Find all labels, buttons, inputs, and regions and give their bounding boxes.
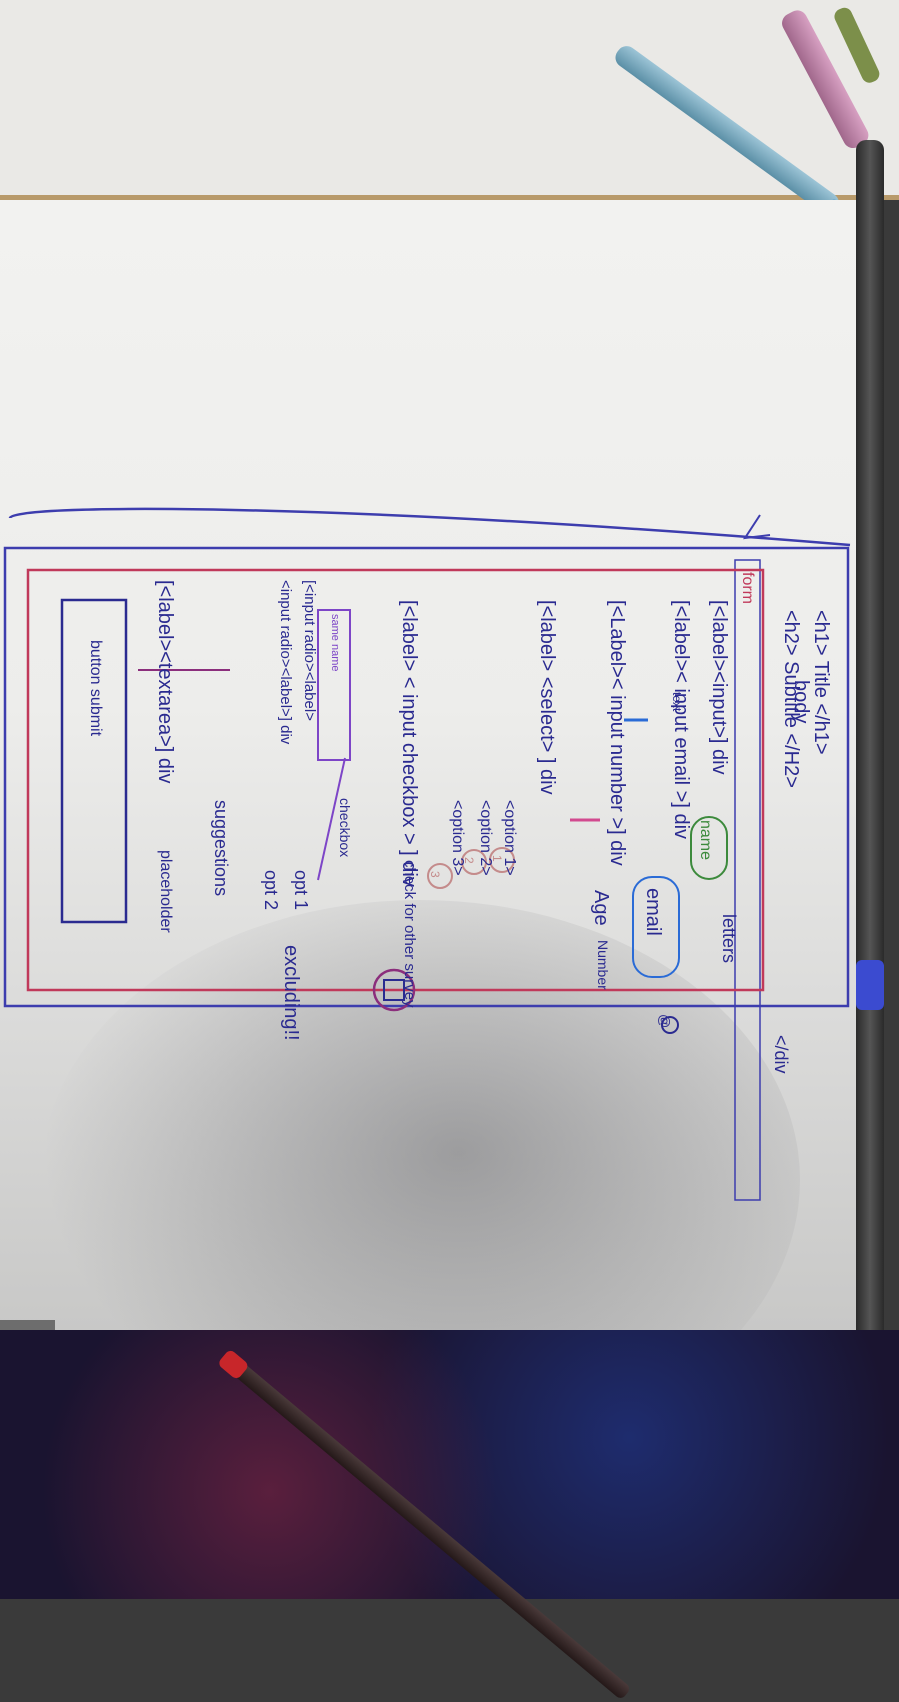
submit-box (60, 598, 128, 924)
textarea-note: placeholder (157, 850, 174, 933)
name-pill (690, 816, 728, 880)
radio-arrow (317, 757, 346, 881)
email-pill (632, 876, 680, 978)
header-h1: <h1> Title </h1> (810, 610, 832, 755)
form-sketch: body </div form <h1> Title </h1> <h2> Su… (0, 200, 856, 1330)
same-name-box (317, 609, 351, 761)
age-tag: Age (590, 890, 612, 926)
radio-code-2: <input radio><label>] div (277, 580, 294, 745)
option-3-marker: 3 (428, 871, 442, 878)
option-1: <option 1> (501, 800, 518, 876)
checkbox-circle (372, 968, 416, 1012)
age-note: Number (595, 940, 611, 990)
same-name-note: same name (329, 614, 341, 672)
desk-bar (856, 140, 884, 1520)
option-3-circle (427, 863, 453, 889)
option-2-circle (461, 849, 487, 875)
notebook-page (0, 200, 856, 1460)
option-1-circle (489, 847, 515, 873)
galaxy-mat (0, 1330, 899, 1599)
div-end-label: </div (771, 1035, 791, 1074)
row-select-code: [<label> <select> ] div (536, 600, 558, 795)
option-1-marker: 1 (490, 855, 504, 862)
name-tag: name (697, 820, 714, 861)
row-email-code: [<label>< input email >] div (670, 600, 692, 840)
email-note: @ (657, 1014, 673, 1029)
radio-opt-1: opt 1 (291, 870, 311, 911)
option-2-marker: 2 (462, 857, 476, 864)
radio-aside: excluding!! (280, 945, 302, 1041)
checkbox-under: checkbox (337, 798, 353, 858)
header-h2: <h2> Subtitle </H2> (780, 610, 802, 788)
row-age-code: [<Label>< input number >] div (606, 600, 628, 866)
div-side-line (734, 559, 761, 1201)
option-3: <option 3> (449, 800, 466, 876)
checkbox-note: check for other survey (401, 860, 418, 1008)
form-label: form (739, 572, 756, 604)
row-name-code: [<label><input>] div (708, 600, 730, 775)
submit-label: button submit (87, 640, 104, 737)
body-arrow (742, 514, 771, 540)
body-arc (8, 507, 851, 547)
textarea-tag: suggestions (211, 800, 231, 897)
name-note: letters (719, 914, 739, 964)
checkbox-code: [<label> < input checkbox > ] div (398, 600, 420, 887)
at-circle (661, 1016, 679, 1034)
radio-opt-2: opt 2 (261, 870, 281, 911)
form-box (26, 568, 765, 992)
radio-code-1: [<input radio><label> (301, 580, 318, 721)
desk-top (0, 0, 899, 200)
textarea-code: [<label><textarea>] div (154, 580, 176, 784)
option-2: <option 2> (477, 800, 494, 876)
sketch-lines (3, 507, 851, 1201)
outer-div-box (3, 546, 850, 1008)
blue-clip (856, 960, 884, 1010)
email-tag: email (642, 888, 664, 936)
checkbox-square (383, 979, 405, 1001)
